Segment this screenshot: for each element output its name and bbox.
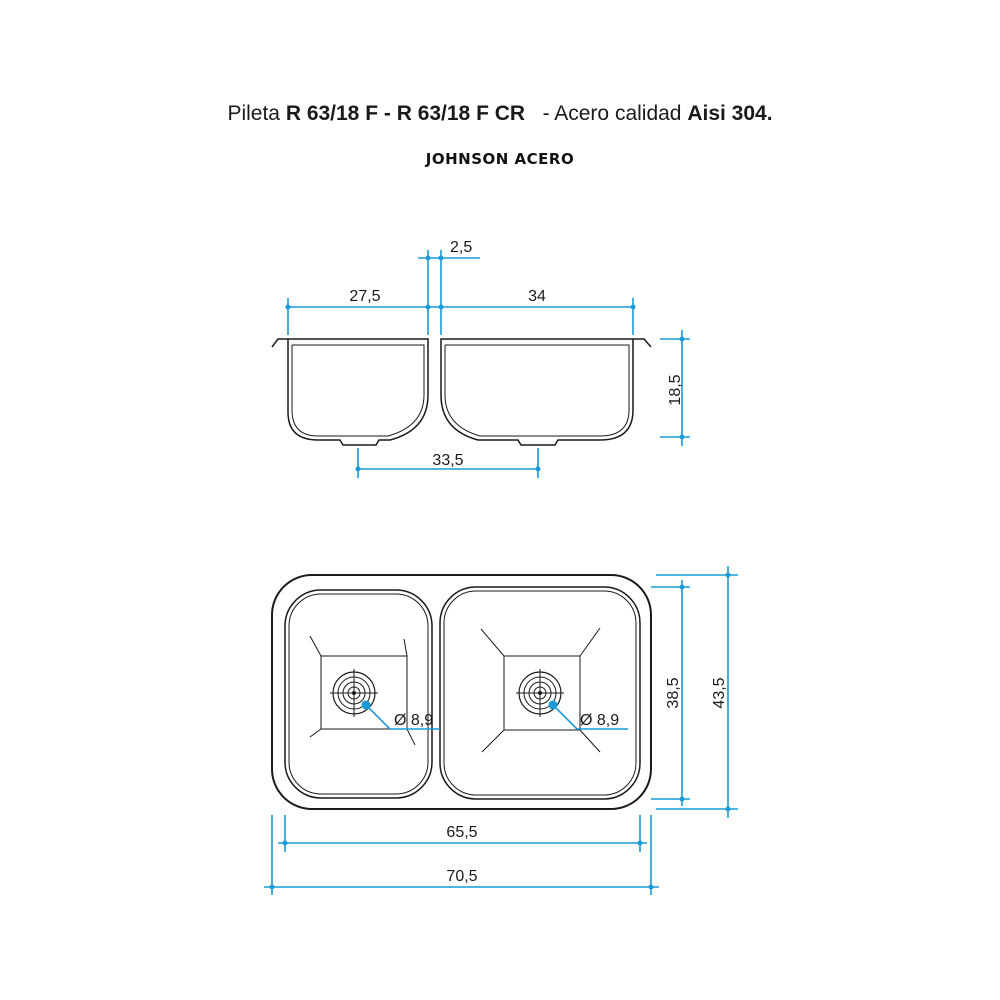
- right-basin-slopes: [480, 627, 601, 753]
- title-prefix: Pileta: [227, 102, 286, 125]
- left-drain-diameter-label: Ø 8,9: [394, 712, 433, 729]
- dim-wall-label: 2,5: [450, 239, 472, 256]
- dim-right-bowl-label: 34: [528, 288, 546, 305]
- side-view-outline: [271, 338, 652, 446]
- dim-outer-width-label: 70,5: [446, 868, 477, 885]
- dim-inner-width-label: 65,5: [446, 824, 477, 841]
- top-view-dimensions: Ø 8,9 Ø 8,9 38,5 43,5 65,5 70,5: [264, 566, 738, 895]
- dim-depth-label: 18,5: [667, 374, 684, 405]
- side-view-dimensions: 2,5 27,5 34 18,5 33,5: [285, 239, 690, 478]
- dim-left-bowl-label: 27,5: [349, 288, 380, 305]
- right-drain: [516, 669, 564, 717]
- top-view-outline: [271, 574, 652, 810]
- left-drain: [330, 669, 378, 717]
- title-model: R 63/18 F - R 63/18 F CR: [285, 102, 526, 125]
- dim-outer-height-label: 43,5: [711, 677, 728, 708]
- left-basin-slopes: [309, 635, 416, 746]
- brand-name: JOHNSON ACERO: [425, 150, 575, 168]
- title-middle: - Acero calidad: [525, 102, 688, 125]
- title-grade: Aisi 304.: [687, 102, 773, 125]
- dim-inner-height-label: 38,5: [665, 677, 682, 708]
- right-drain-diameter-label: Ø 8,9: [580, 712, 619, 729]
- drawing-title: Pileta R 63/18 F - R 63/18 F CR - Acero …: [0, 102, 1000, 126]
- dim-drain-spacing-label: 33,5: [432, 452, 463, 469]
